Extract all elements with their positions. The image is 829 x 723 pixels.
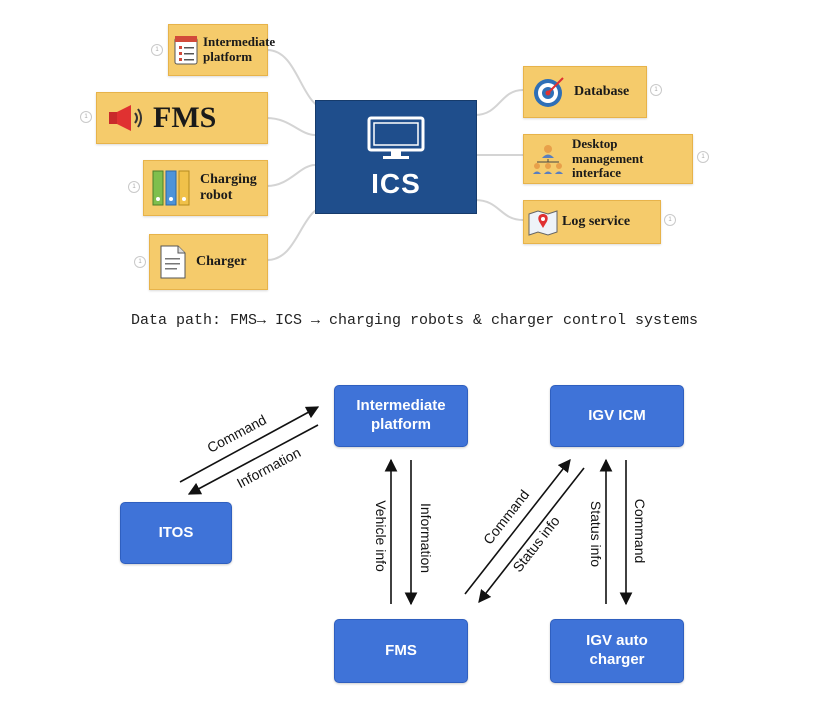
edge-label-command: Command [632, 499, 648, 564]
collapse-circle-icon[interactable]: 1 [697, 151, 709, 163]
edge-label-status-info: Status info [509, 513, 562, 575]
flow-node-label: IGV auto charger [586, 632, 648, 668]
data-path-caption: Data path: FMS→ ICS → charging robots & … [130, 312, 699, 329]
node-label: Intermediate platform [203, 34, 276, 64]
collapse-circle-icon[interactable]: 1 [664, 214, 676, 226]
flow-node-itos[interactable]: ITOS [120, 502, 232, 564]
org-chart-icon [524, 143, 572, 175]
flow-node-label: ITOS [158, 523, 194, 541]
node-label: Database [574, 83, 630, 99]
edge-label-information: Information [418, 503, 434, 573]
node-charger[interactable]: Charger [149, 234, 268, 290]
monitor-icon [366, 115, 426, 166]
collapse-circle-icon[interactable]: 1 [134, 256, 146, 268]
node-label: Charging robot [200, 171, 257, 203]
flow-node-label: Intermediate platform [356, 397, 446, 433]
target-icon [524, 75, 574, 109]
edge-label-command: Command [204, 411, 269, 455]
node-database[interactable]: Database [523, 66, 647, 118]
node-label: FMS [153, 100, 217, 134]
node-log-service[interactable]: Log service [523, 200, 661, 244]
edge-label-status-info: Status info [588, 501, 604, 567]
node-charging-robot[interactable]: Charging robot [143, 160, 268, 216]
flow-node-label: IGV ICM [588, 406, 646, 424]
collapse-circle-icon[interactable]: 1 [128, 181, 140, 193]
node-intermediate-platform[interactable]: Intermediate platform [168, 24, 275, 76]
flow-node-intermediate-platform[interactable]: Intermediate platform [334, 385, 468, 447]
arrow-fms-to-icm [464, 458, 571, 595]
node-label: Desktop management interface [572, 135, 644, 181]
edge-label-vehicle-info: Vehicle info [373, 500, 389, 572]
flow-node-label: FMS [385, 641, 417, 659]
flow-node-fms[interactable]: FMS [334, 619, 468, 683]
collapse-circle-icon[interactable]: 1 [151, 44, 163, 56]
flow-node-igv-auto-charger[interactable]: IGV auto charger [550, 619, 684, 683]
node-label: Log service [562, 213, 631, 229]
collapse-circle-icon[interactable]: 1 [650, 84, 662, 96]
flow-node-igv-icm[interactable]: IGV ICM [550, 385, 684, 447]
binders-icon [144, 169, 200, 207]
document-icon [150, 244, 196, 280]
ics-center-node[interactable]: ICS [315, 100, 477, 214]
arrow-intermediate-to-itos [187, 424, 319, 495]
arrow-icm-to-fms [478, 467, 585, 604]
node-label: Charger [196, 253, 247, 269]
map-pin-icon [524, 208, 562, 236]
collapse-circle-icon[interactable]: 1 [80, 111, 92, 123]
node-fms[interactable]: FMS [96, 92, 268, 144]
node-desktop-management[interactable]: Desktop management interface [523, 134, 693, 184]
form-icon [169, 35, 203, 65]
ics-label: ICS [371, 167, 421, 199]
megaphone-icon [97, 103, 153, 133]
arrow-itos-to-intermediate [179, 406, 320, 483]
